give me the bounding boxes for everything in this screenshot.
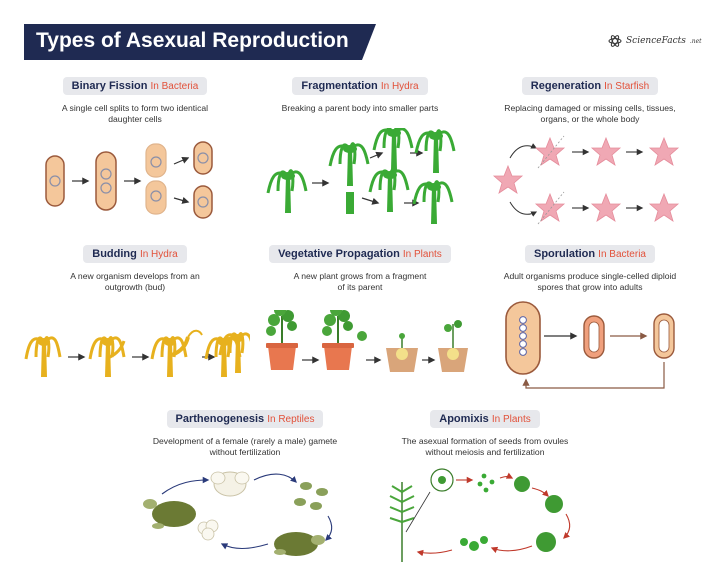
parthenogenesis-illustration (143, 471, 333, 556)
section-vegetative-propagation: Vegetative Propagation In Plants A new p… (250, 244, 470, 293)
section-name: Parthenogenesis (175, 413, 265, 425)
section-label: Budding In Hydra (83, 245, 187, 263)
section-label: Binary Fission In Bacteria (62, 77, 208, 95)
section-label: Parthenogenesis In Reptiles (166, 410, 324, 428)
section-organism: In Bacteria (150, 81, 199, 92)
site-logo: ScienceFacts .net (608, 34, 702, 48)
description-line: daughter cells (108, 114, 162, 124)
description-line: Replacing damaged or missing cells, tiss… (504, 103, 676, 113)
section-label: Fragmentation In Hydra (292, 77, 428, 95)
description-line: organs, or the whole body (540, 114, 640, 124)
section-organism: In Bacteria (598, 249, 646, 260)
description-line: without meiosis and fertilization (425, 447, 545, 457)
section-organism: In Starfish (604, 81, 650, 92)
section-fragmentation: Fragmentation In Hydra Breaking a parent… (250, 76, 470, 114)
page-title: Types of Asexual Reproduction (36, 29, 349, 52)
fragmentation-illustration (266, 128, 456, 226)
logo-text: ScienceFacts (626, 36, 686, 46)
section-description: The asexual formation of seeds from ovul… (370, 436, 600, 458)
section-description: Adult organisms produce single-celled di… (470, 271, 710, 293)
description-line: A new plant grows from a fragment (293, 271, 427, 281)
section-description: Breaking a parent body into smaller part… (250, 103, 470, 114)
section-description: Replacing damaged or missing cells, tiss… (470, 103, 710, 125)
description-line: outgrowth (bud) (104, 282, 166, 292)
description-line: A new organism develops from an (70, 271, 200, 281)
section-apomixis: Apomixis In Plants The asexual formation… (370, 409, 600, 458)
section-organism: In Reptiles (267, 414, 315, 425)
section-organism: In Plants (491, 414, 531, 425)
section-name: Apomixis (439, 413, 489, 425)
section-description: A new organism develops from an outgrowt… (20, 271, 250, 293)
section-budding: Budding In Hydra A new organism develops… (20, 244, 250, 293)
binary-fission-illustration (45, 141, 213, 219)
apomixis-illustration (389, 468, 571, 562)
section-description: Development of a female (rarely a male) … (120, 436, 370, 458)
banner-shape (24, 24, 376, 60)
section-name: Regeneration (530, 80, 602, 92)
section-label: Regeneration In Starfish (521, 77, 659, 95)
description-line: A single cell splits to form two identic… (61, 103, 209, 113)
section-description: A new plant grows from a fragment of its… (250, 271, 470, 293)
description-line: spores that grow into adults (537, 282, 643, 292)
section-name: Vegetative Propagation (278, 248, 400, 260)
section-binary-fission: Binary Fission In Bacteria A single cell… (20, 76, 250, 125)
budding-illustration (24, 329, 250, 379)
section-label: Sporulation In Bacteria (525, 245, 655, 263)
section-organism: In Plants (402, 249, 442, 260)
section-description: A single cell splits to form two identic… (20, 103, 250, 125)
section-parthenogenesis: Parthenogenesis In Reptiles Development … (120, 409, 370, 458)
section-name: Fragmentation (301, 80, 378, 92)
description-line: Adult organisms produce single-celled di… (503, 271, 677, 281)
title-banner: Types of Asexual Reproduction (24, 24, 376, 60)
atom-logo-icon (608, 35, 622, 47)
vegetative-propagation-illustration (265, 310, 468, 372)
section-name: Budding (92, 248, 137, 260)
description-line: Breaking a parent body into smaller part… (281, 103, 439, 113)
section-label: Apomixis In Plants (430, 410, 540, 428)
description-line: of its parent (337, 282, 383, 292)
description-line: Development of a female (rarely a male) … (152, 436, 338, 446)
section-name: Binary Fission (71, 80, 148, 92)
section-organism: In Hydra (380, 81, 419, 92)
logo-suffix: .net (689, 37, 702, 45)
description-line: without fertilization (209, 447, 281, 457)
description-line: The asexual formation of seeds from ovul… (401, 436, 569, 446)
section-label: Vegetative Propagation In Plants (269, 245, 451, 263)
sporulation-illustration (505, 301, 675, 389)
section-sporulation: Sporulation In Bacteria Adult organisms … (470, 244, 710, 293)
section-regeneration: Regeneration In Starfish Replacing damag… (470, 76, 710, 125)
regeneration-illustration (493, 135, 679, 225)
section-name: Sporulation (534, 248, 596, 260)
section-organism: In Hydra (139, 249, 178, 260)
